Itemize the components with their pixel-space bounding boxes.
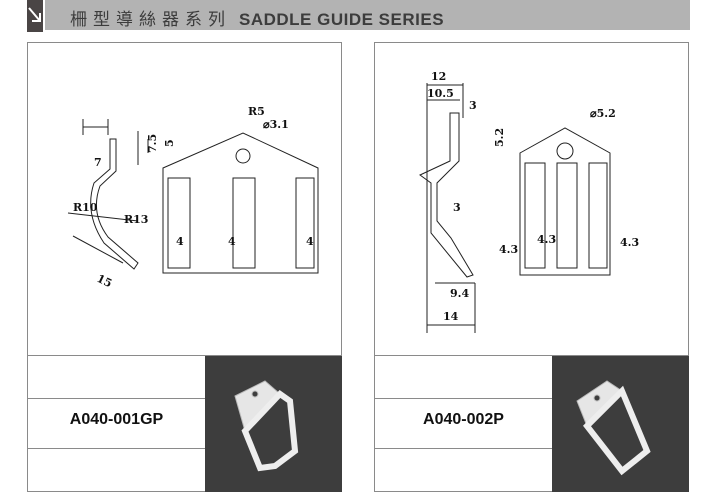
dim-3-mid: 3 bbox=[453, 201, 461, 214]
dim-diameter: ⌀5.2 bbox=[590, 107, 616, 120]
product-photo bbox=[205, 355, 342, 492]
dim-14: 14 bbox=[443, 310, 459, 323]
dim-diameter: ⌀3.1 bbox=[263, 118, 289, 131]
technical-drawing: R5 ⌀3.1 7.5 5 7 R10 R13 15 4 4 4 bbox=[67, 105, 319, 290]
dim-gap-1: 4.3 bbox=[499, 243, 518, 256]
product-card-a040-002p: 12 10.5 3 ⌀5.2 5.2 3 4.3 4.3 4.3 9.4 14 … bbox=[374, 42, 689, 492]
header-bar bbox=[45, 0, 690, 30]
dim-7: 7 bbox=[94, 156, 102, 169]
spec-row bbox=[375, 355, 552, 398]
product-code: A040-001GP bbox=[69, 411, 164, 428]
dim-r13: R13 bbox=[124, 213, 148, 226]
title-en: SADDLE GUIDE SERIES bbox=[239, 10, 445, 29]
dim-10-5: 10.5 bbox=[427, 87, 454, 100]
dim-gap-2: 4 bbox=[228, 235, 236, 248]
dim-gap-2: 4.3 bbox=[537, 233, 556, 246]
dim-7-5: 7.5 bbox=[146, 134, 159, 153]
spec-row bbox=[375, 398, 552, 448]
dim-3-top: 3 bbox=[469, 99, 477, 112]
spec-row bbox=[28, 355, 205, 398]
technical-drawing: 12 10.5 3 ⌀5.2 5.2 3 4.3 4.3 4.3 9.4 14 bbox=[419, 70, 639, 333]
page-title: 柵型導絲器系列 SADDLE GUIDE SERIES bbox=[70, 5, 444, 30]
dim-gap-1: 4 bbox=[176, 235, 184, 248]
spec-row bbox=[375, 448, 552, 492]
dim-5: 5 bbox=[163, 139, 176, 147]
spec-row bbox=[28, 398, 205, 448]
spec-row bbox=[28, 448, 205, 492]
dim-9-4: 9.4 bbox=[450, 287, 469, 300]
dim-15: 15 bbox=[95, 272, 114, 290]
dim-gap-3: 4.3 bbox=[620, 236, 639, 249]
title-zh: 柵型導絲器系列 bbox=[70, 10, 231, 29]
dim-12: 12 bbox=[431, 70, 446, 83]
dim-gap-3: 4 bbox=[306, 235, 314, 248]
product-card-a040-001gp: R5 ⌀3.1 7.5 5 7 R10 R13 15 4 4 4 A040-00… bbox=[27, 42, 342, 492]
arrow-down-right-icon bbox=[27, 0, 43, 32]
product-photo bbox=[552, 355, 689, 492]
dim-r5: R5 bbox=[248, 105, 265, 118]
dim-5-2: 5.2 bbox=[493, 128, 506, 147]
dim-r10: R10 bbox=[73, 201, 98, 214]
product-code: A040-002P bbox=[423, 411, 504, 428]
